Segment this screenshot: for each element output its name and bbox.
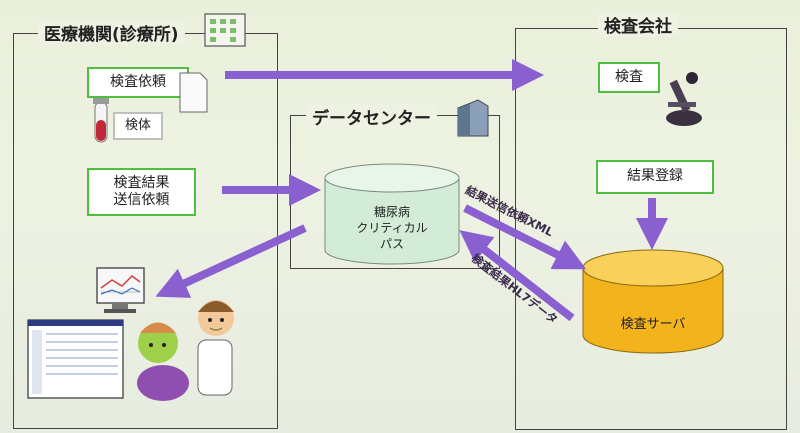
- pathway-line3: パス: [379, 237, 404, 252]
- test-request-box: 検査依頼: [87, 67, 189, 98]
- lab-title: 検査会社: [598, 12, 678, 37]
- test-server-label: 検査サーバ: [620, 317, 686, 332]
- hospital-building-icon: [204, 13, 246, 47]
- result-request-line2: 送信依頼: [113, 192, 170, 208]
- specimen-box: 検体: [113, 112, 163, 140]
- monitor-chart-icon: [96, 267, 145, 313]
- results-window-thumbnail: [27, 319, 124, 399]
- result-register-box: 結果登録: [596, 160, 714, 194]
- result-register-label: 結果登録: [627, 168, 683, 185]
- test-request-label: 検査依頼: [110, 73, 166, 90]
- request-paper-icon: [179, 72, 208, 113]
- test-label: 検査: [615, 68, 643, 85]
- test-server-cylinder: [582, 249, 724, 354]
- critical-pathway-label: 糖尿病 クリティカル パス: [335, 204, 449, 253]
- pathway-line2: クリティカル: [356, 221, 428, 236]
- arrow-datacenter-to-clinic: [155, 224, 307, 298]
- datacenter-title: データセンター: [306, 104, 437, 129]
- arrow-datacenter-to-server: [463, 204, 587, 270]
- doctor-figure: [197, 300, 234, 396]
- test-box: 検査: [598, 62, 660, 93]
- clinic-title: 医療機関(診療所): [38, 20, 185, 45]
- critical-pathway-cylinder: [324, 163, 460, 265]
- arrow-server-to-datacenter: [459, 230, 575, 322]
- result-request-box: 検査結果 送信依頼: [87, 168, 196, 216]
- datacenter-tower-icon: [457, 99, 489, 137]
- specimen-label: 検体: [124, 117, 151, 133]
- microscope-icon: [666, 72, 702, 126]
- result-request-line1: 検査結果: [113, 174, 170, 191]
- pathway-line1: 糖尿病: [373, 205, 410, 219]
- patient-figure: [137, 322, 189, 401]
- test-tube-icon: [93, 98, 109, 143]
